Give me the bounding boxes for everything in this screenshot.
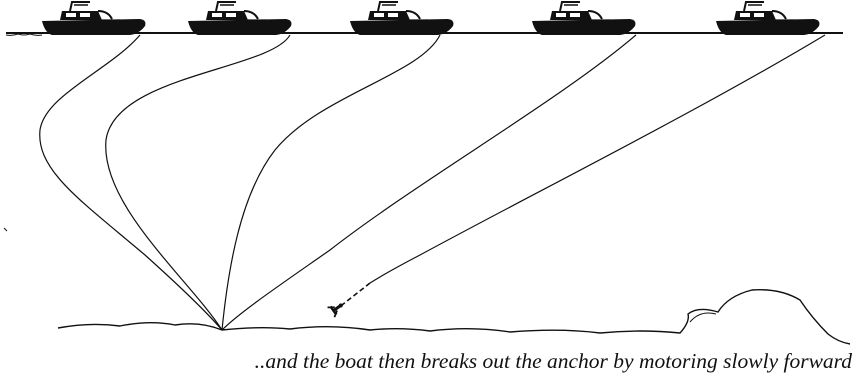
anchor-rode-stage-2 — [106, 35, 290, 330]
boat-stage-5 — [716, 2, 819, 35]
diagram-caption: ..and the boat then breaks out the ancho… — [0, 346, 852, 376]
sea-bed — [58, 290, 850, 344]
anchor-rode-stage-4 — [222, 35, 636, 330]
boat-stage-1 — [42, 2, 145, 35]
boat-stage-4 — [532, 2, 635, 35]
water-surface-ripple — [6, 34, 42, 35]
sea-bed-rock — [690, 313, 716, 322]
boat-stage-2 — [188, 2, 291, 35]
anchor — [328, 299, 346, 317]
anchor-rode-stage-5-dashed — [342, 283, 370, 305]
anchor-rode-stage-5 — [370, 35, 825, 283]
anchor-rode-stage-3 — [222, 35, 440, 330]
anchor-rode-stage-1 — [40, 35, 222, 330]
boat-stage-3 — [350, 2, 453, 35]
margin-mark — [4, 228, 7, 231]
